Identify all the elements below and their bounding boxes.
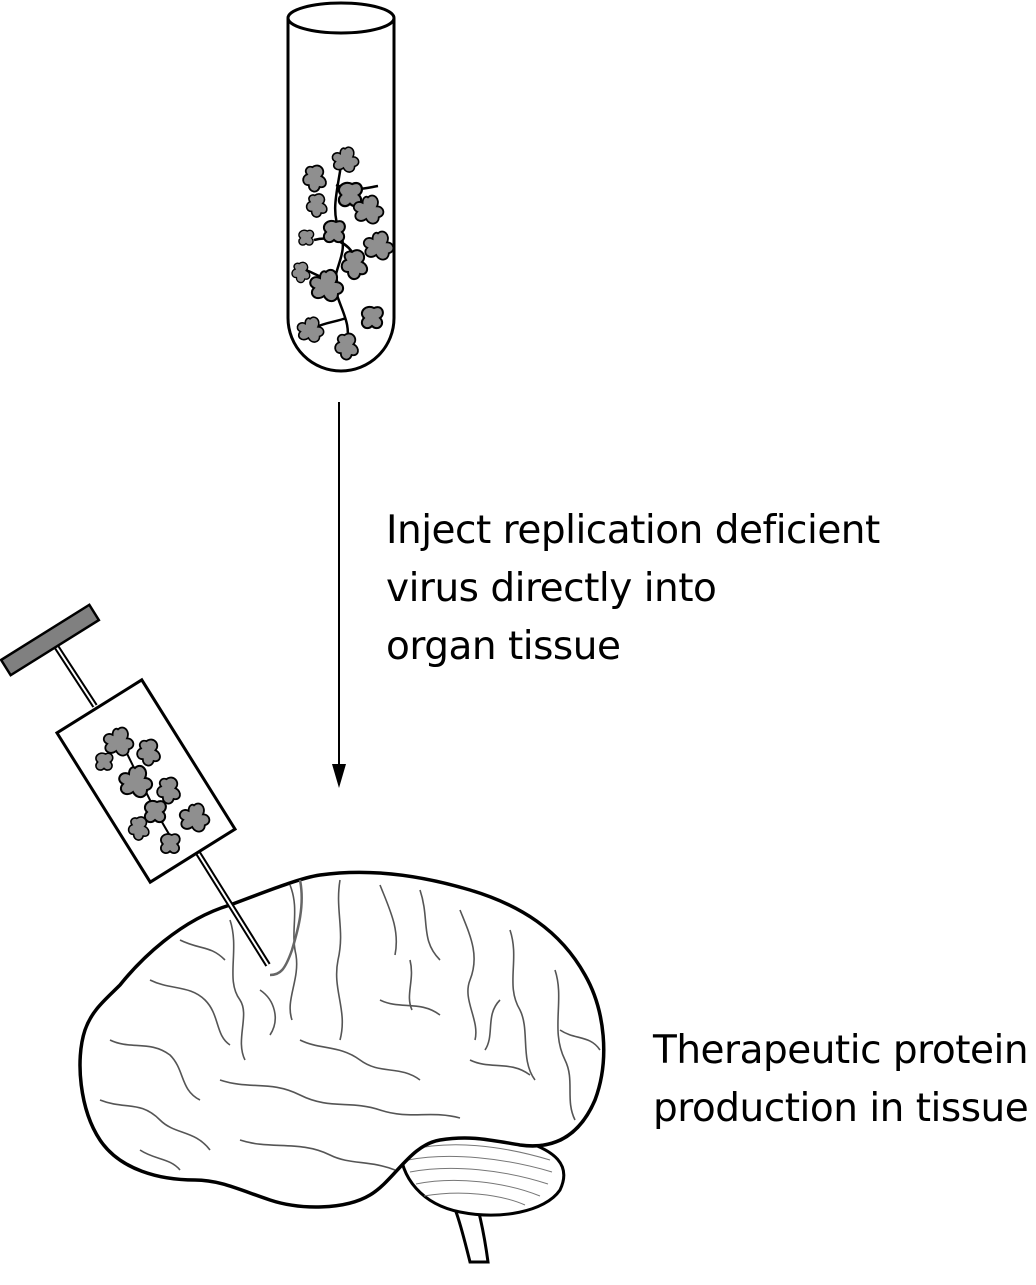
brain-icon: [78, 870, 606, 1264]
down-arrow-icon: [332, 402, 346, 788]
virus-particle-icon: [298, 229, 315, 246]
protein-label-line: production in tissue: [653, 1086, 1029, 1131]
virus-particle-icon: [159, 833, 181, 855]
inject-label-line: organ tissue: [386, 624, 621, 669]
virus-particle-icon: [143, 799, 167, 824]
virus-particle-icon: [360, 305, 384, 330]
protein-production-label: Therapeutic protein production in tissue: [653, 1022, 1029, 1138]
virus-particles-in-syringe: [95, 726, 211, 855]
protein-label-line: Therapeutic protein: [653, 1028, 1029, 1073]
virus-particle-icon: [95, 752, 114, 771]
inject-instruction-label: Inject replication deficient virus direc…: [386, 502, 880, 676]
virus-particles-in-tube: [291, 146, 395, 361]
inject-label-line: Inject replication deficient: [386, 508, 880, 553]
virus-particle-icon: [322, 219, 346, 244]
inject-label-line: virus directly into: [386, 566, 717, 611]
